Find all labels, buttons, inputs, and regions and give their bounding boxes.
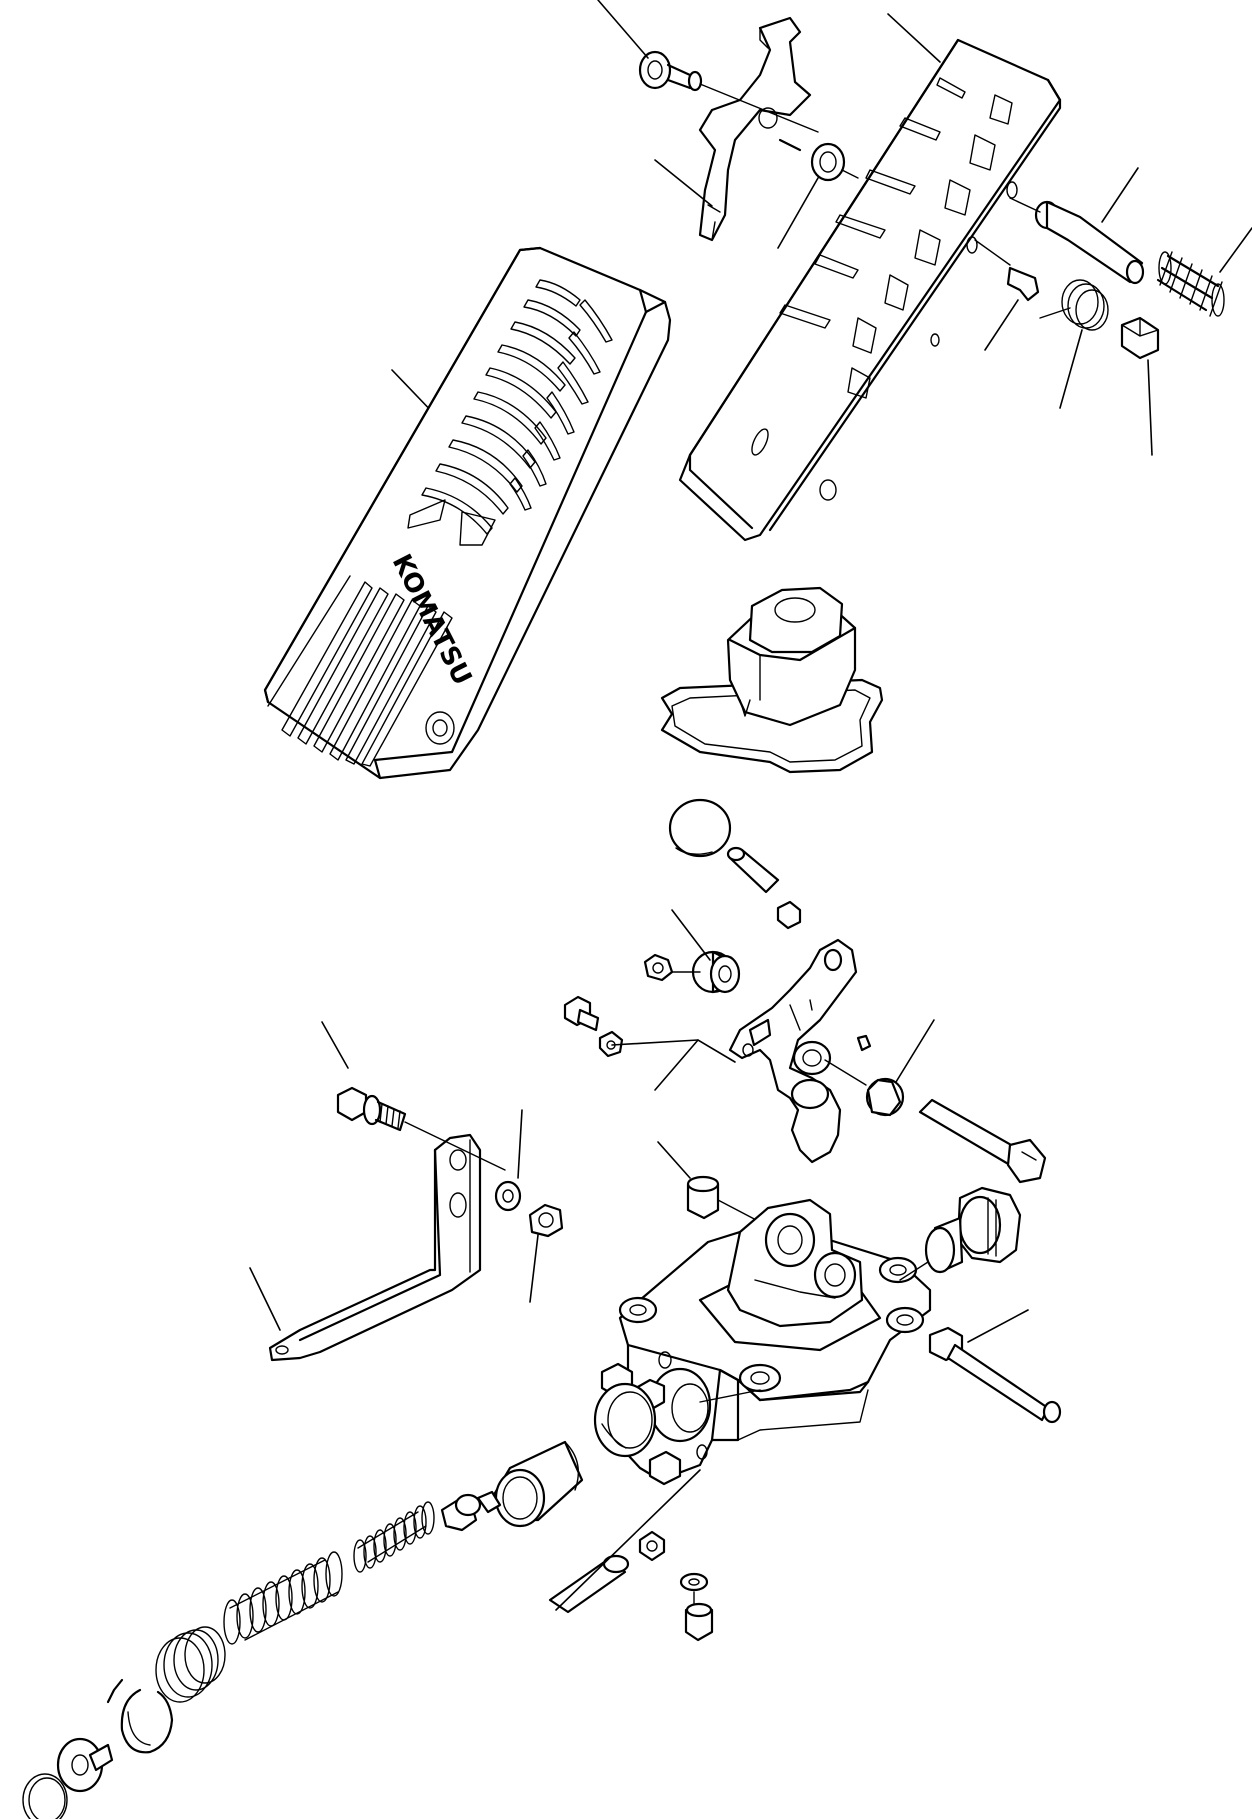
pedal-cover: KOMATSU xyxy=(263,246,672,780)
plug-fitting xyxy=(899,1186,1022,1281)
port-plug xyxy=(928,1326,1062,1424)
inner-spring xyxy=(353,1501,435,1573)
lever-bracket xyxy=(698,16,812,242)
sleeve xyxy=(686,1175,761,1223)
bearing xyxy=(643,950,905,1117)
arm xyxy=(728,938,872,1164)
hex-bolt xyxy=(563,995,624,1058)
body-housing xyxy=(618,1198,932,1482)
collar xyxy=(810,142,859,182)
bushing xyxy=(638,50,819,152)
o-ring xyxy=(22,1773,68,1819)
spool xyxy=(600,1362,682,1486)
seal-ring xyxy=(593,1382,657,1458)
long-pin xyxy=(918,1098,1047,1184)
torsion-spring xyxy=(1039,279,1109,331)
fitting xyxy=(440,1490,502,1532)
nut xyxy=(776,900,802,930)
leader-lines-top xyxy=(391,0,1252,456)
cap xyxy=(668,798,732,858)
washer xyxy=(494,1180,522,1212)
leader-lines-middle xyxy=(249,909,1029,1343)
port-fittings-lower xyxy=(548,1469,714,1642)
mount-bracket xyxy=(268,1133,482,1362)
link-rod xyxy=(726,846,780,894)
snap-ring xyxy=(106,1678,174,1754)
bolt xyxy=(1120,316,1160,360)
retainer xyxy=(56,1737,114,1793)
clip xyxy=(974,239,1040,302)
lock-nut xyxy=(528,1203,564,1238)
return-spring xyxy=(1156,251,1225,317)
piston xyxy=(490,1440,584,1528)
pin xyxy=(1009,197,1145,285)
rubber-boot xyxy=(660,586,884,774)
pedal-plate xyxy=(678,38,1062,542)
adjust-bolt xyxy=(336,1086,506,1171)
outer-spring xyxy=(155,1551,343,1703)
